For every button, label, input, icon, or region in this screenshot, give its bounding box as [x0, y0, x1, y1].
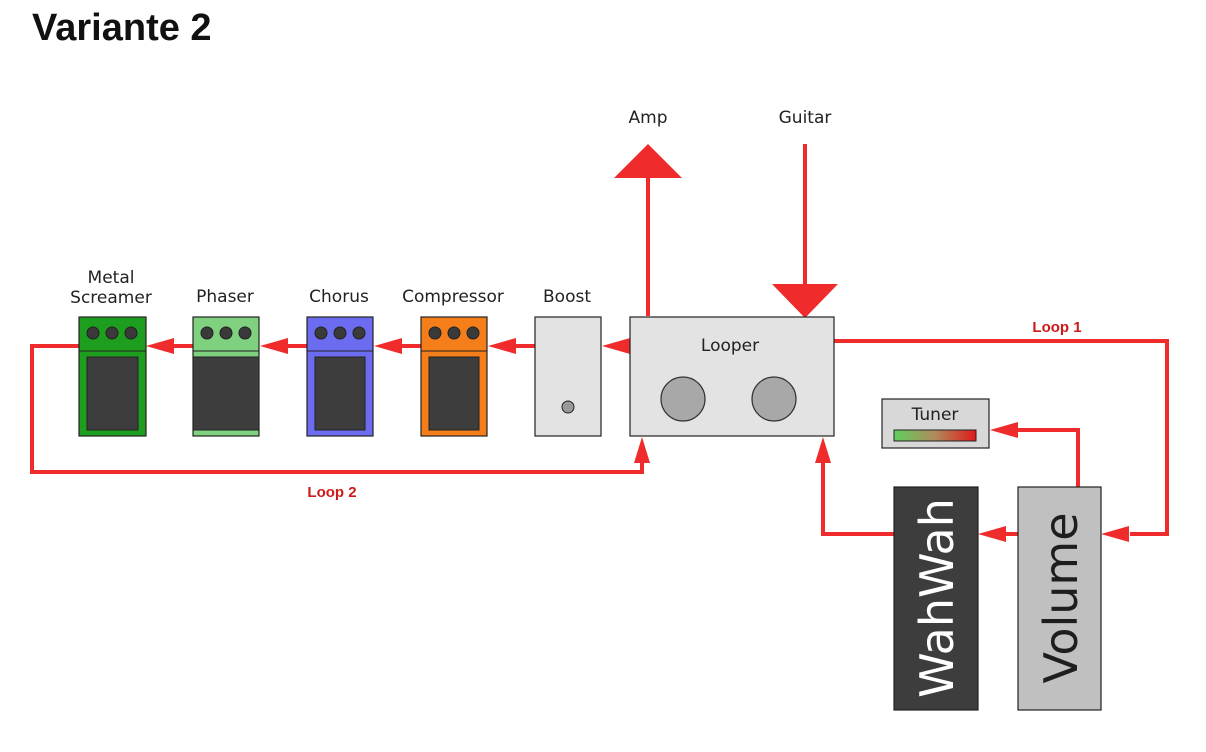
tuner-label: Tuner [911, 405, 959, 425]
phaser-footswitch [192, 356, 260, 431]
boost-switch [561, 400, 575, 414]
amp-label: Amp [629, 108, 668, 128]
phaser-label: Phaser [196, 287, 254, 307]
loop1-label: Loop 1 [1032, 319, 1081, 336]
looper-pedal: Looper [629, 316, 835, 437]
compressor-pedal: Compressor [402, 287, 504, 437]
wahwah-pedal: WahWah [893, 486, 979, 711]
page-title: Variante 2 [32, 7, 212, 49]
loop1-wire [834, 339, 1169, 536]
boost-pedal: Boost [534, 287, 602, 437]
tuner-meter [893, 429, 977, 442]
wire-wahwah-looper [821, 460, 894, 536]
guitar-label: Guitar [779, 108, 832, 128]
loop2-label: Loop 2 [307, 484, 356, 501]
phaser-pedal: Phaser [192, 287, 260, 437]
chorus-knob-1 [314, 326, 328, 340]
volume-pedal: Volume [1017, 486, 1102, 711]
wahwah-body [893, 486, 979, 711]
metal-screamer-footswitch [86, 356, 139, 431]
chorus-footswitch [314, 356, 366, 431]
compressor-knob-3 [466, 326, 480, 340]
arrow-into-looper [815, 437, 831, 463]
signal-arrows [146, 144, 1129, 542]
arrow-into-wahwah [978, 526, 1006, 542]
boost-label: Boost [543, 287, 591, 307]
compressor-knob-1 [428, 326, 442, 340]
guitar-arrow [772, 284, 838, 318]
chorus-knob-2 [333, 326, 347, 340]
arrow-into-phaser [260, 338, 288, 354]
phaser-knob-2 [219, 326, 233, 340]
arrow-into-metal-screamer [146, 338, 174, 354]
chorus-pedal: Chorus [306, 287, 374, 437]
signal-wires [30, 144, 1169, 536]
compressor-label: Compressor [402, 287, 504, 307]
arrow-into-tuner [990, 422, 1018, 438]
arrow-loop2-return [634, 437, 650, 463]
arrow-into-chorus [374, 338, 402, 354]
wahwah-label: WahWah [910, 498, 964, 698]
metal-screamer-knob-3 [124, 326, 138, 340]
looper-footswitch-1 [660, 376, 706, 422]
volume-body [1017, 486, 1102, 711]
compressor-footswitch [428, 356, 480, 431]
looper-label: Looper [701, 336, 759, 356]
amp-arrow [614, 144, 682, 178]
arrow-into-compressor [488, 338, 516, 354]
boost-body [534, 316, 602, 437]
looper-footswitch-2 [751, 376, 797, 422]
phaser-knob-3 [238, 326, 252, 340]
compressor-knob-2 [447, 326, 461, 340]
chorus-label: Chorus [309, 287, 369, 307]
tuner-pedal: Tuner [881, 398, 990, 449]
looper-body [629, 316, 835, 437]
metal-screamer-knob-1 [86, 326, 100, 340]
volume-label: Volume [1034, 512, 1088, 683]
metal-screamer-label-line2: Screamer [70, 288, 152, 308]
metal-screamer-knob-2 [105, 326, 119, 340]
chorus-knob-3 [352, 326, 366, 340]
metal-screamer-label-line1: Metal [88, 268, 135, 288]
arrow-into-volume [1101, 526, 1129, 542]
wire-volume-tuner [1008, 428, 1080, 487]
phaser-knob-1 [200, 326, 214, 340]
loop2-wire [30, 344, 644, 474]
arrow-into-boost [602, 338, 630, 354]
metal-screamer-pedal: Metal Screamer [70, 268, 152, 437]
